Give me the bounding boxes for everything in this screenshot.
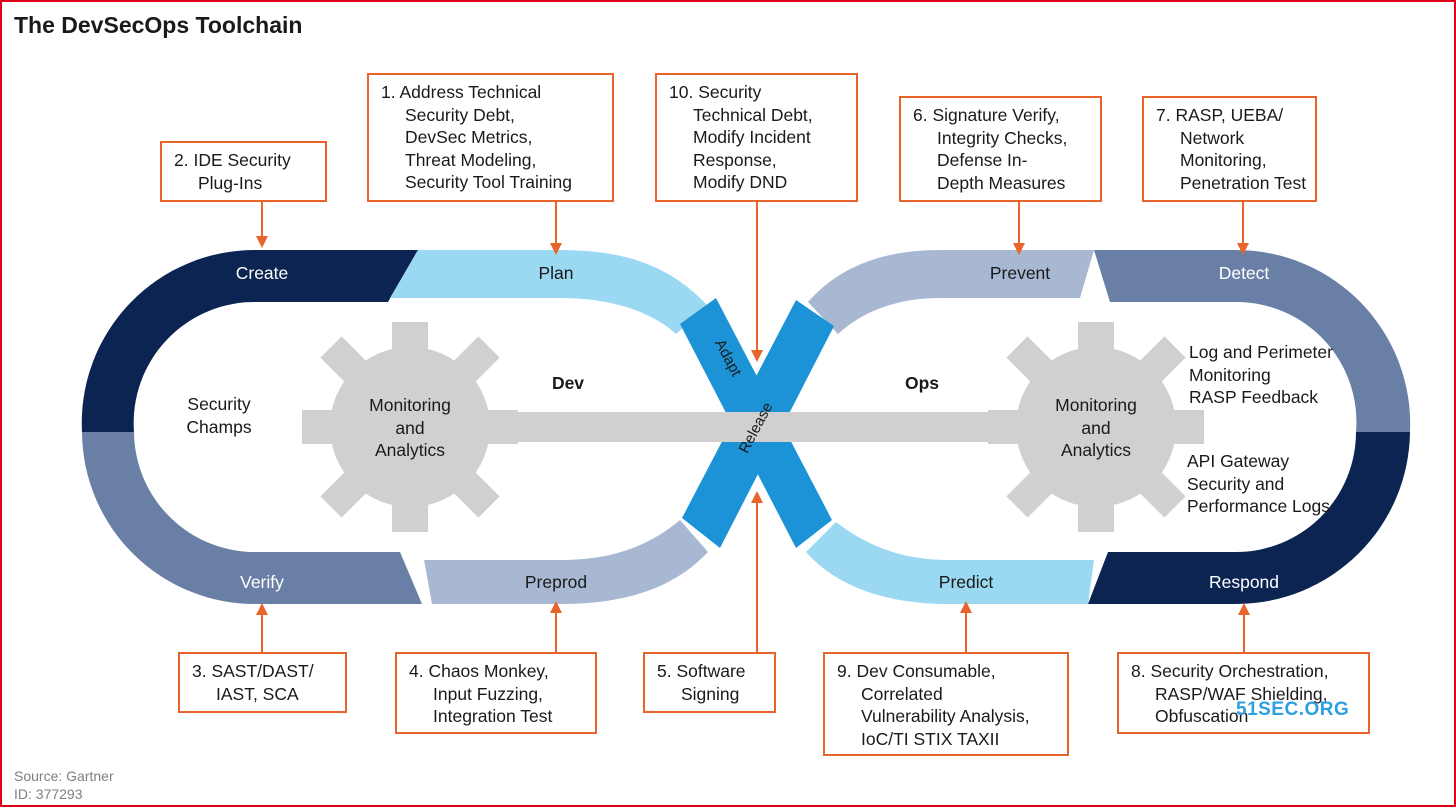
label-detect: Detect [1219,263,1270,283]
label-create: Create [236,263,289,283]
segment-plan [390,250,708,334]
monitoring-left-1: Monitoring [369,395,451,415]
callout-ide: 2. IDE Security Plug-Ins [160,141,327,202]
label-preprod: Preprod [525,572,587,592]
watermark: 51SEC.ORG [1236,699,1350,720]
api-gateway-3: Performance Logs [1187,496,1330,516]
callout-software: 5. Software Signing [643,652,776,713]
label-ops: Ops [905,373,939,393]
segment-respond [1088,432,1410,604]
source-note: Source: Gartner ID: 377293 [14,768,114,802]
label-verify: Verify [240,572,284,592]
monitoring-left-2: and [395,418,424,438]
log-perimeter-1: Log and Perimeter [1189,342,1333,362]
callout-chaos: 4. Chaos Monkey, Input Fuzzing, Integrat… [395,652,597,734]
label-predict: Predict [939,572,994,592]
segment-preprod [424,520,708,604]
monitoring-right-1: Monitoring [1055,395,1137,415]
segment-detect [1094,249,1411,432]
monitoring-right-3: Analytics [1061,440,1131,460]
callout-sast: 3. SAST/DAST/ IAST, SCA [178,652,347,713]
segment-prevent [808,250,1094,334]
security-champs-1: Security [187,394,250,414]
label-respond: Respond [1209,572,1279,592]
gear-left [302,322,518,532]
security-champs-2: Champs [186,417,251,437]
api-gateway-2: Security and [1187,474,1284,494]
log-perimeter-3: RASP Feedback [1189,387,1318,407]
segment-verify [82,432,422,605]
callout-signature: 6. Signature Verify, Integrity Checks, D… [899,96,1102,202]
label-plan: Plan [538,263,573,283]
callout-dev-consumable: 9. Dev Consumable, Correlated Vulnerabil… [823,652,1069,756]
log-perimeter-2: Monitoring [1189,365,1271,385]
segment-create [81,249,419,432]
label-dev: Dev [552,373,584,393]
gear-right [988,322,1204,532]
callout-address: 1. Address Technical Security Debt, DevS… [367,73,614,202]
diagram-title: The DevSecOps Toolchain [14,12,303,38]
monitoring-left-3: Analytics [375,440,445,460]
monitoring-right-2: and [1081,418,1110,438]
api-gateway-1: API Gateway [1187,451,1289,471]
callout-rasp: 7. RASP, UEBA/ Network Monitoring, Penet… [1142,96,1317,202]
callout-orchestration: 8. Security Orchestration, RASP/WAF Shie… [1117,652,1370,734]
callout-security-debt: 10. Security Technical Debt, Modify Inci… [655,73,858,202]
segment-predict [806,522,1094,604]
label-prevent: Prevent [990,263,1050,283]
